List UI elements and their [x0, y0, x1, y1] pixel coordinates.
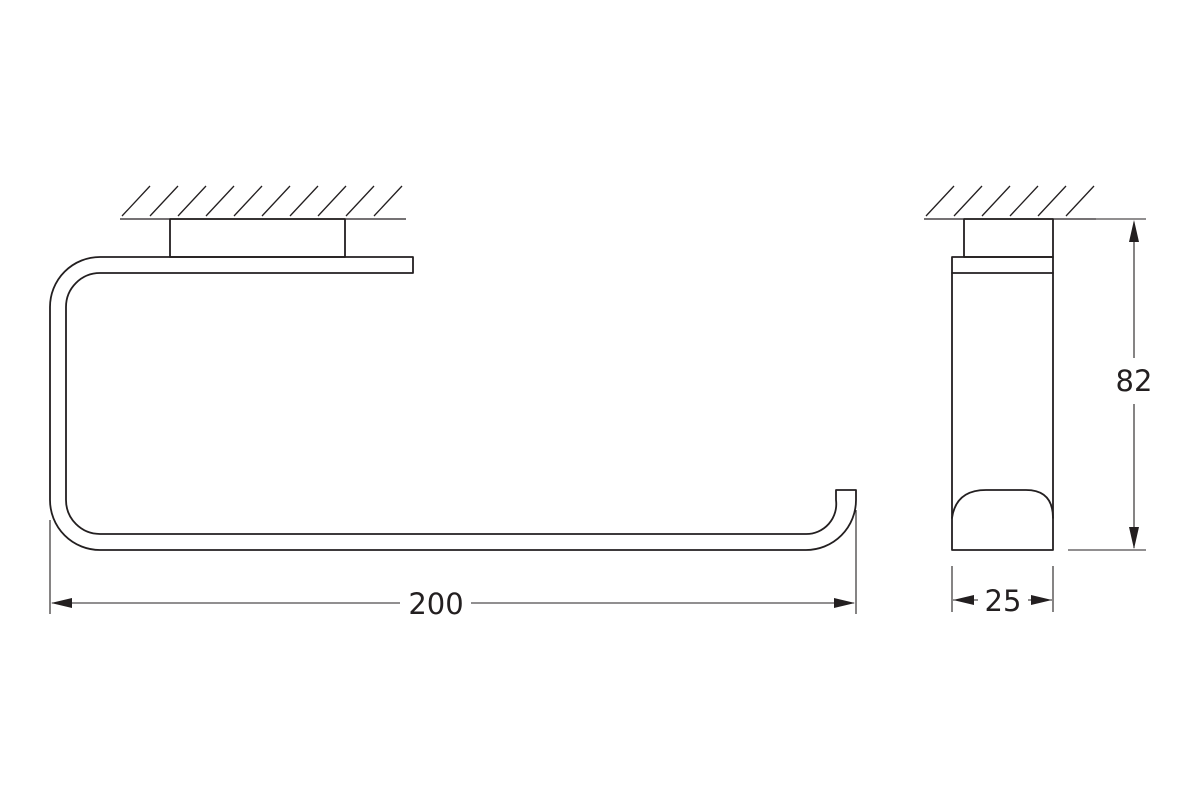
height-arrow-top	[1129, 220, 1139, 242]
depth-dimension: 25	[951, 566, 1054, 618]
width-arrow-right	[834, 598, 855, 608]
front-view	[49, 185, 857, 551]
side-view	[924, 185, 1096, 551]
height-label: 82	[1116, 364, 1153, 398]
height-dimension: 82	[1068, 218, 1153, 551]
side-wall-hatching	[924, 185, 1096, 220]
side-body	[951, 256, 1054, 551]
front-mounting-block	[169, 218, 346, 258]
depth-arrow-left	[953, 595, 974, 605]
front-wall-hatching	[120, 185, 406, 220]
width-dimension: 200	[49, 510, 857, 621]
width-arrow-left	[51, 598, 72, 608]
height-arrow-bottom	[1129, 527, 1139, 549]
side-curved-tip	[951, 489, 1054, 519]
holder-outer-profile	[49, 256, 857, 551]
depth-arrow-right	[1031, 595, 1052, 605]
side-mounting-block	[963, 218, 1054, 258]
depth-label: 25	[985, 584, 1022, 618]
width-label: 200	[408, 587, 463, 621]
